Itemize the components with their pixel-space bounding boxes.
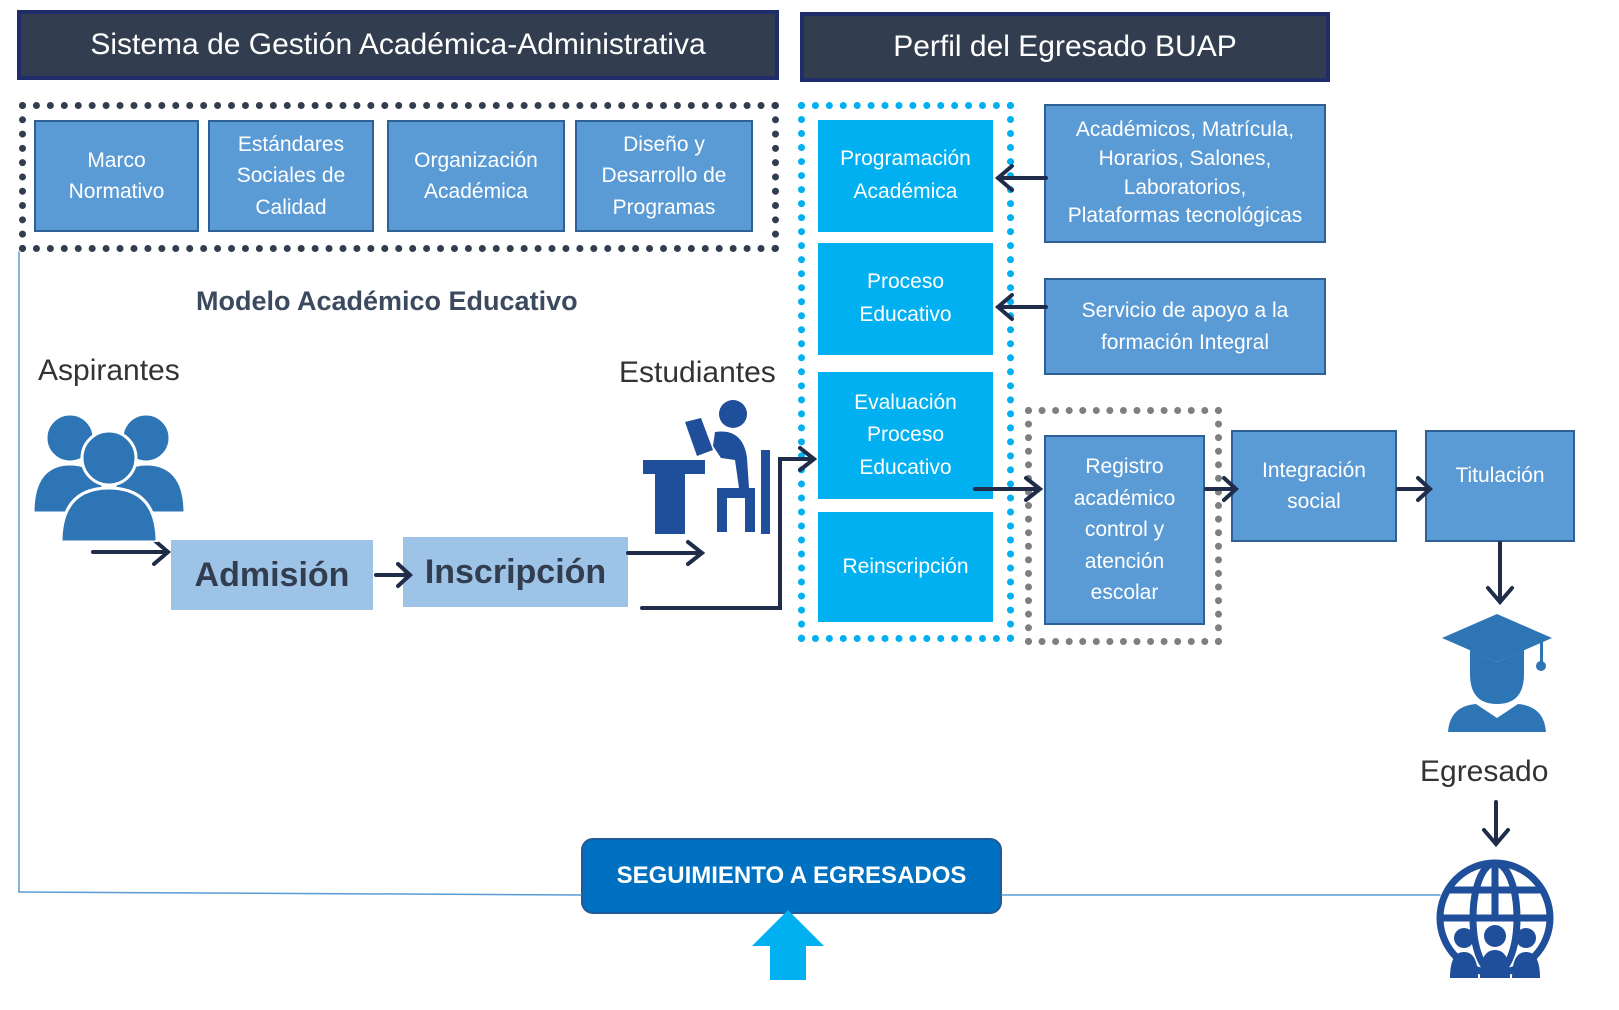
registro-dotted-group [1025,407,1222,645]
box-registro-academico: Registro académico control y atención es… [1044,435,1205,625]
header-sistema-gestion: Sistema de Gestión Académica-Administrat… [17,10,779,80]
header-perfil-egresado: Perfil del Egresado BUAP [800,12,1330,82]
box-reinscripcion: Reinscripción [818,512,993,622]
box-programacion-academica: Programación Académica [818,120,993,232]
process-dotted-group [798,102,1014,642]
step-admision: Admisión [171,540,373,610]
box-marco-normativo: Marco Normativo [34,120,199,232]
model-label: Modelo Académico Educativo [196,286,578,316]
arrow-recursos-programacion [994,164,1048,192]
arrow-evaluacion-registro [973,476,1044,502]
label-egresado: Egresado [1420,755,1549,788]
box-recursos-academicos: Académicos, Matrícula, Horarios, Salones… [1044,104,1326,243]
top-dotted-group [19,102,779,252]
graduate-icon [1442,614,1552,732]
box-organizacion-academica: Organización Académica [387,120,565,232]
box-estandares-calidad: Estándares Sociales de Calidad [208,120,374,232]
arrow-admision-inscripcion [374,562,413,588]
student-desk-icon [643,400,770,534]
label-estudiantes: Estudiantes [619,356,776,389]
box-servicio-apoyo: Servicio de apoyo a la formación Integra… [1044,278,1326,375]
up-arrow-icon [752,910,824,980]
arrow-inscripcion-estudiantes [626,540,706,566]
arrow-servicio-proceso [994,293,1048,321]
seguimiento-egresados-box: SEGUIMIENTO A EGRESADOS [581,838,1002,914]
arrow-egresado-globe [1482,800,1510,848]
arrow-titulacion-egresado [1486,541,1514,606]
people-group-icon [33,412,185,542]
box-proceso-educativo: Proceso Educativo [818,243,993,355]
label-aspirantes: Aspirantes [38,354,180,387]
arrow-inscripcion-proceso [640,446,818,610]
step-inscripcion: Inscripción [403,537,628,607]
feedback-line-bottom-left [18,891,582,896]
box-integracion-social: Integración social [1231,430,1397,542]
globe-people-icon [1436,859,1554,978]
box-evaluacion-proceso: Evaluación Proceso Educativo [818,372,993,499]
arrow-registro-integracion [1204,476,1239,502]
box-diseno-programas: Diseño y Desarrollo de Programas [575,120,753,232]
arrow-integracion-titulacion [1396,476,1433,502]
arrow-aspirantes-admision [91,538,172,566]
